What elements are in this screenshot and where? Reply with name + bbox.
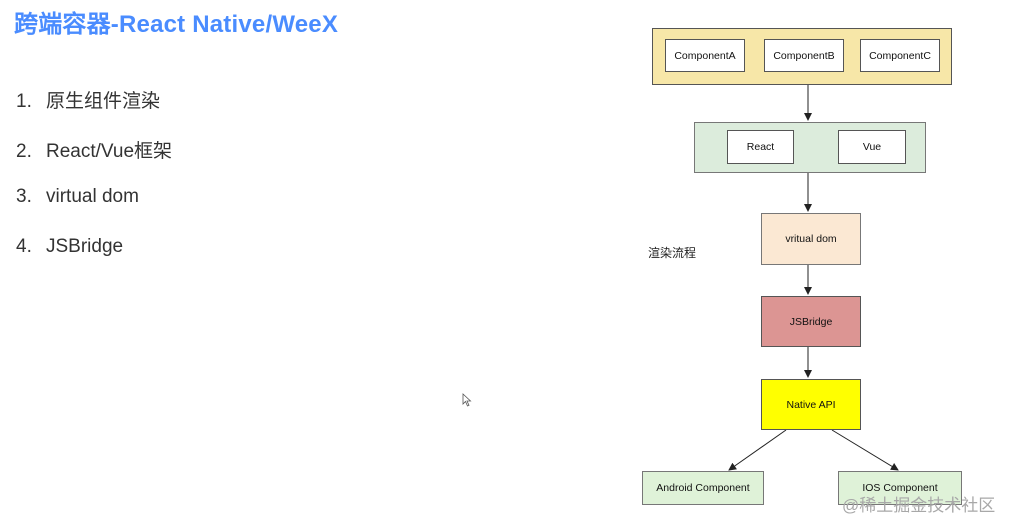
mouse-pointer-icon [462, 393, 472, 407]
native-api-box: Native API [761, 379, 861, 430]
bullet-number: 1. [16, 91, 32, 112]
bullet-item: 3. virtual dom [16, 186, 172, 236]
arrow-native-to-ios [831, 429, 899, 471]
component-c-box: ComponentC [860, 39, 940, 72]
bullet-text: virtual dom [46, 186, 139, 207]
watermark: @稀土掘金技术社区 [842, 496, 996, 515]
bullet-number: 3. [16, 186, 32, 207]
bullet-item: 1. 原生组件渲染 [16, 86, 172, 136]
jsbridge-box: JSBridge [761, 296, 861, 347]
bullet-text: JSBridge [46, 236, 124, 257]
bullet-number: 2. [16, 141, 32, 162]
bullet-list: 1. 原生组件渲染 2. React/Vue框架 3. virtual dom 4. J… [16, 86, 172, 286]
bullet-item: 2. React/Vue框架 [16, 136, 172, 186]
slide-title: 跨端容器-React Native/WeeX [14, 11, 339, 38]
component-a-box: ComponentA [665, 39, 745, 72]
vue-box: Vue [838, 130, 906, 164]
vdom-box: vritual dom [761, 213, 861, 265]
bullet-text: React/Vue框架 [46, 141, 173, 162]
diagram-caption: 渲染流程 [648, 246, 697, 260]
ios-component-box: IOS Component [838, 471, 962, 505]
bullet-number: 4. [16, 236, 32, 257]
react-box: React [727, 130, 794, 164]
component-b-box: ComponentB [764, 39, 844, 72]
android-component-box: Android Component [642, 471, 764, 505]
arrow-native-to-android [728, 429, 787, 471]
bullet-text: 原生组件渲染 [46, 91, 161, 112]
bullet-item: 4. JSBridge [16, 236, 172, 286]
